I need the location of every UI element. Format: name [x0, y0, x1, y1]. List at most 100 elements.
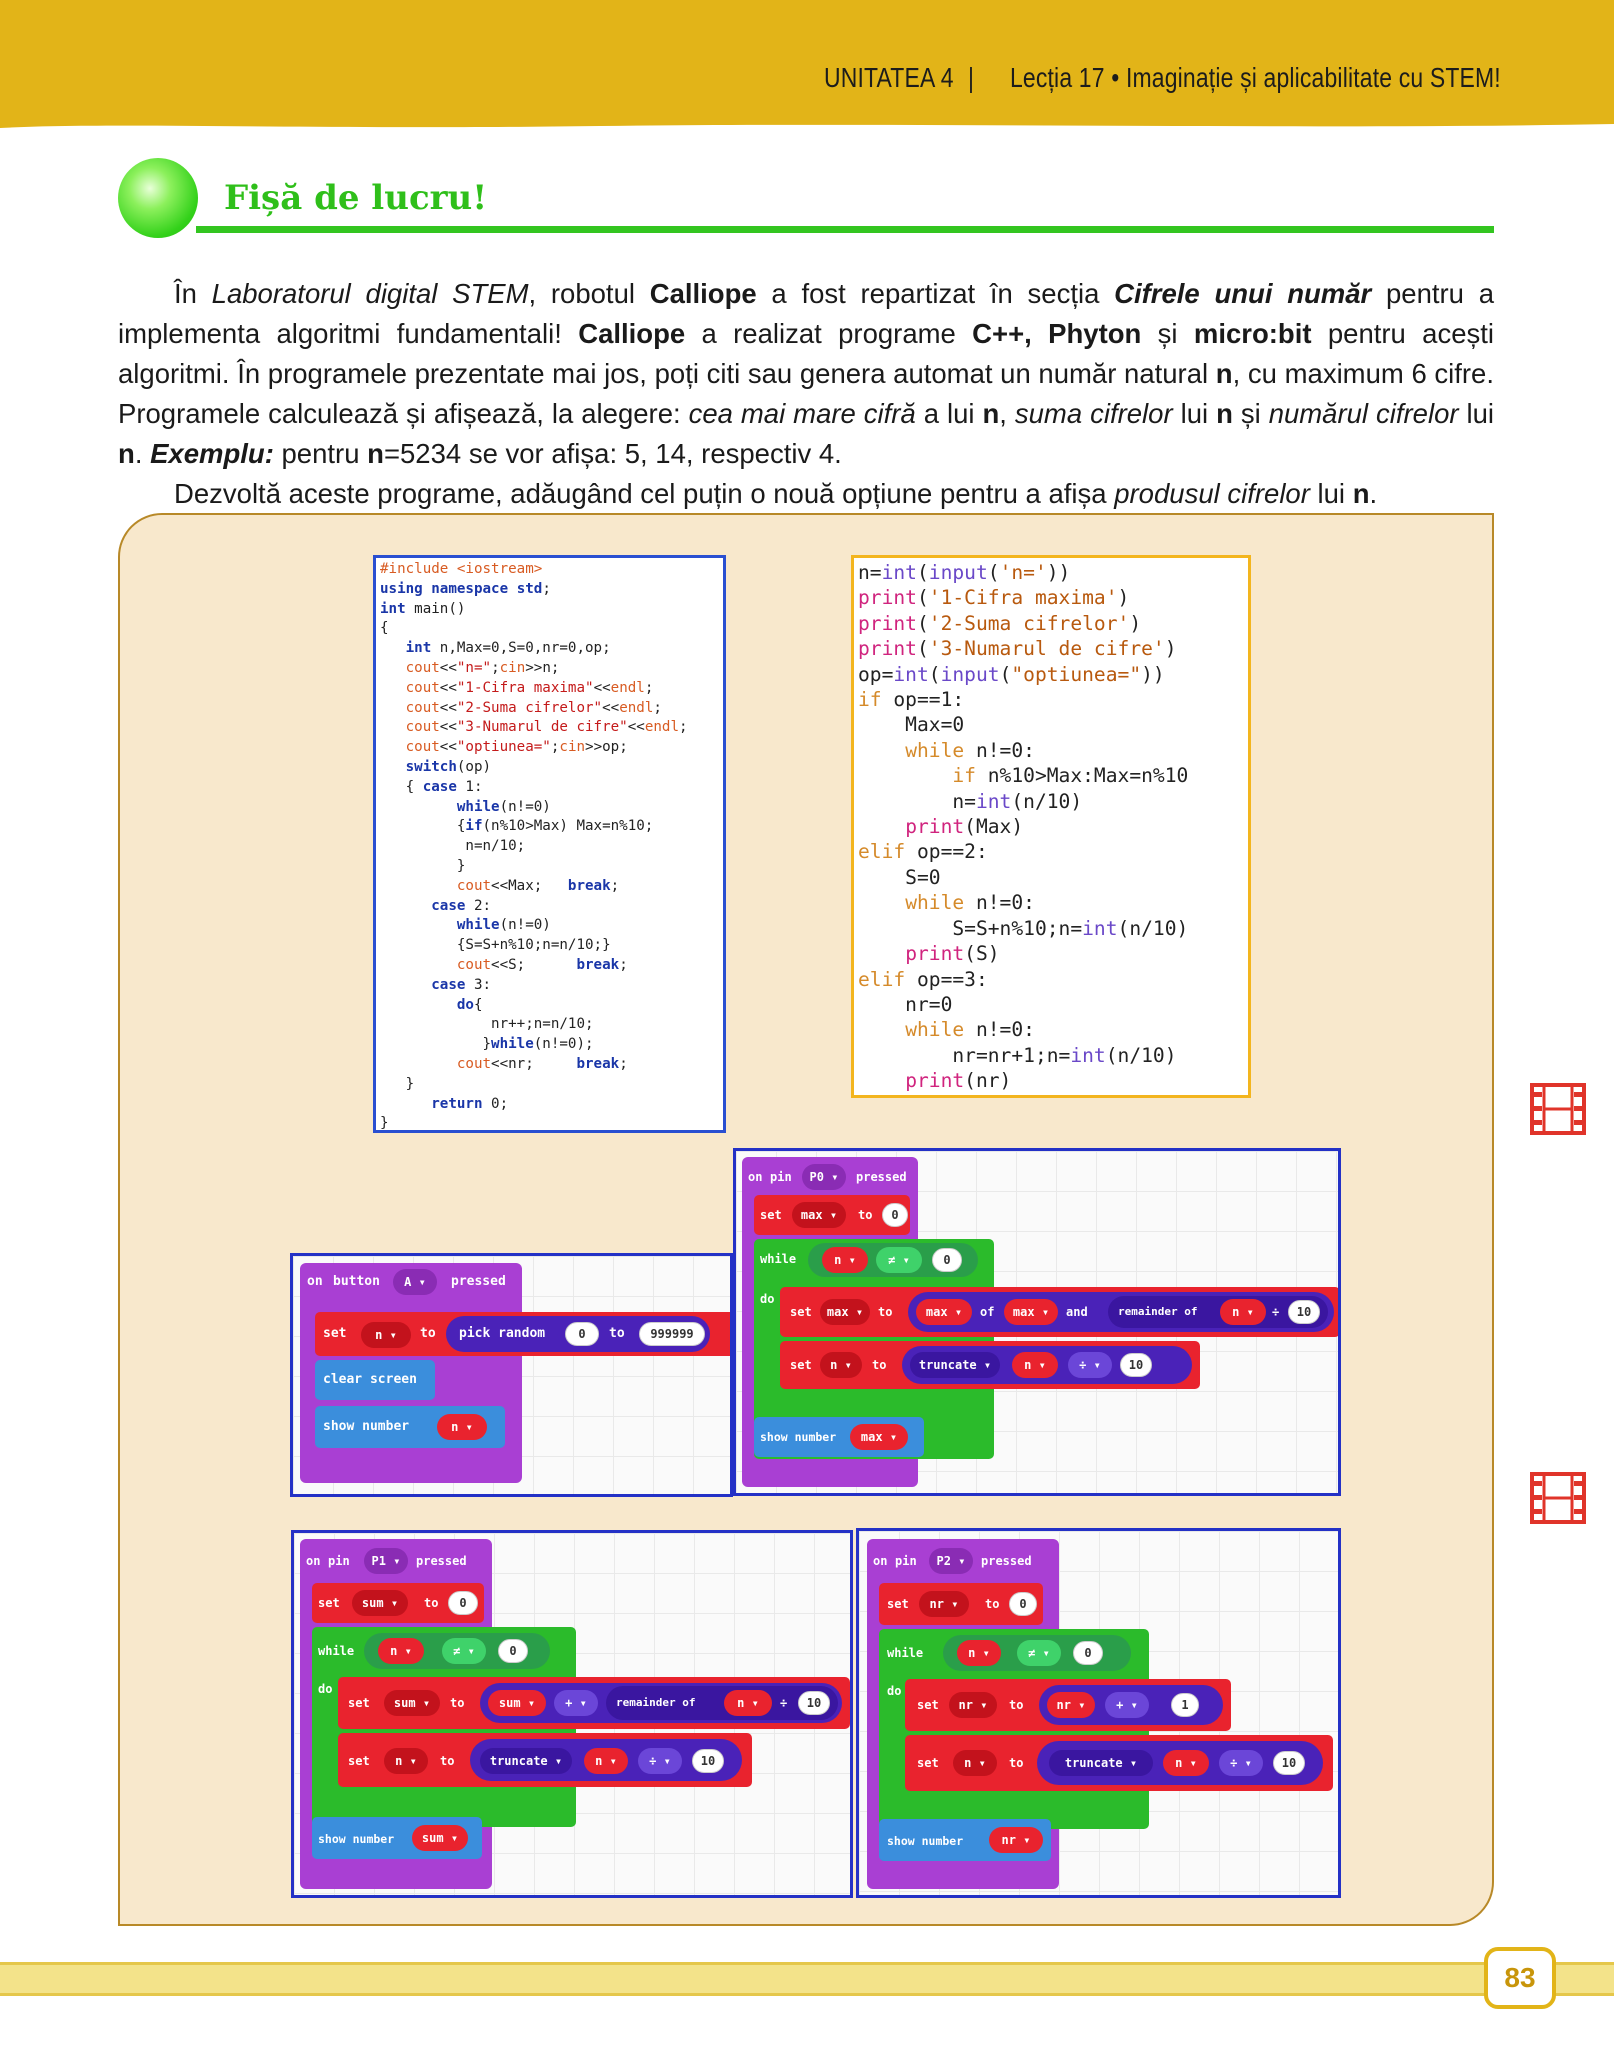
- label-random-to: to: [609, 1326, 625, 1341]
- pin-dropdown[interactable]: P0 ▾: [802, 1164, 846, 1190]
- truncate-dropdown[interactable]: truncate ▾: [910, 1352, 1000, 1378]
- label-to: to: [1009, 1698, 1024, 1712]
- cpp-code-line: cout<<"2-Suma cifrelor"<<endl;: [405, 699, 662, 716]
- var-max-reporter[interactable]: max ▾: [1004, 1299, 1058, 1325]
- cpp-code-line: case 2:: [431, 897, 492, 914]
- divisor-input[interactable]: 10: [1120, 1353, 1152, 1377]
- python-code-line: nr=nr+1;n=int(n/10): [858, 1043, 1177, 1067]
- python-code-line: Max=0: [858, 713, 965, 737]
- label-on: on: [873, 1554, 888, 1568]
- operator-neq-dropdown[interactable]: ≠ ▾: [1017, 1640, 1061, 1666]
- var-nr-dropdown[interactable]: nr ▾: [919, 1591, 969, 1617]
- header-lesson: Lecția 17 • Imaginație și aplicabilitate…: [1010, 62, 1501, 93]
- var-n-reporter[interactable]: n ▾: [1012, 1352, 1058, 1378]
- var-nr-reporter[interactable]: nr ▾: [989, 1827, 1043, 1853]
- python-code-line: op=int(input("optiunea=")): [858, 662, 1165, 686]
- var-nr-dropdown[interactable]: nr ▾: [949, 1692, 997, 1718]
- label-while: while: [760, 1252, 797, 1266]
- header-band: [0, 0, 1614, 124]
- python-code-line: while n!=0:: [905, 738, 1035, 762]
- var-n-reporter[interactable]: n ▾: [378, 1638, 424, 1664]
- label-to: to: [420, 1326, 436, 1341]
- var-n-reporter[interactable]: n ▾: [1163, 1750, 1209, 1776]
- cpp-code-line: while(n!=0): [456, 798, 551, 815]
- var-n-reporter[interactable]: n ▾: [437, 1414, 487, 1440]
- var-n-dropdown[interactable]: n ▾: [820, 1352, 862, 1378]
- var-n-reporter[interactable]: n ▾: [1220, 1299, 1266, 1325]
- var-max-dropdown[interactable]: max ▾: [792, 1202, 846, 1228]
- cpp-code-box: #include <iostream>using namespace std;i…: [373, 555, 726, 1133]
- label-remainder-of: remainder of: [1118, 1305, 1198, 1318]
- nr-init-input[interactable]: 0: [1009, 1592, 1037, 1616]
- operator-neq-dropdown[interactable]: ≠ ▾: [876, 1247, 922, 1273]
- green-ball-icon: [118, 158, 198, 238]
- label-while: while: [887, 1646, 924, 1660]
- label-pick-random: pick random: [459, 1326, 546, 1341]
- var-nr-reporter[interactable]: nr ▾: [1047, 1692, 1095, 1718]
- var-n-reporter[interactable]: n ▾: [584, 1748, 628, 1774]
- label-pin: pin: [328, 1554, 350, 1568]
- sum-init-input[interactable]: 0: [448, 1591, 478, 1615]
- max-init-input[interactable]: 0: [882, 1203, 908, 1227]
- var-max-dropdown[interactable]: max ▾: [820, 1299, 870, 1325]
- truncate-dropdown[interactable]: truncate ▾: [480, 1748, 572, 1774]
- film-icon[interactable]: [1530, 1083, 1586, 1135]
- cpp-code-line: n=n/10;: [380, 838, 526, 855]
- operator-div-dropdown[interactable]: ÷ ▾: [1068, 1352, 1112, 1378]
- pin-dropdown[interactable]: P2 ▾: [929, 1548, 973, 1574]
- var-sum-dropdown[interactable]: sum ▾: [352, 1590, 408, 1616]
- var-sum-reporter[interactable]: sum ▾: [412, 1825, 468, 1851]
- clear-screen-block[interactable]: [315, 1360, 435, 1400]
- label-pressed: pressed: [451, 1274, 506, 1289]
- python-code-line: while n!=0:: [905, 891, 1035, 915]
- compare-value-input[interactable]: 0: [498, 1639, 528, 1663]
- cpp-code-line: nr++;n=n/10;: [380, 1016, 594, 1033]
- divisor-input[interactable]: 10: [1288, 1300, 1320, 1324]
- var-max-reporter[interactable]: max ▾: [850, 1424, 908, 1450]
- var-n-reporter[interactable]: n ▾: [822, 1247, 868, 1273]
- header-separator: |: [968, 62, 975, 93]
- label-to: to: [440, 1754, 455, 1768]
- pin-dropdown[interactable]: P1 ▾: [364, 1548, 408, 1574]
- label-remainder-of: remainder of: [616, 1696, 696, 1709]
- cpp-code-line: }: [380, 857, 466, 874]
- operator-plus-dropdown[interactable]: + ▾: [554, 1690, 598, 1716]
- divisor-input[interactable]: 10: [1273, 1751, 1305, 1775]
- cpp-code-line: {: [380, 620, 389, 637]
- operator-neq-dropdown[interactable]: ≠ ▾: [442, 1638, 486, 1664]
- operator-plus-dropdown[interactable]: + ▾: [1105, 1692, 1149, 1718]
- var-n-dropdown[interactable]: n ▾: [361, 1322, 411, 1348]
- var-sum-reporter[interactable]: sum ▾: [488, 1690, 546, 1716]
- random-max-input[interactable]: 999999: [639, 1322, 705, 1346]
- var-n-dropdown[interactable]: n ▾: [384, 1748, 428, 1774]
- cpp-code-line: cout<<S; break;: [456, 956, 628, 973]
- var-n-reporter[interactable]: n ▾: [957, 1640, 1001, 1666]
- python-code-line: S=S+n%10;n=int(n/10): [858, 916, 1189, 940]
- divisor-input[interactable]: 10: [798, 1691, 830, 1715]
- microbit-pin-p1-program: on pin P1 ▾ pressed set sum ▾ to 0 while…: [291, 1530, 853, 1898]
- film-icon[interactable]: [1530, 1472, 1586, 1524]
- cpp-code-line: cout<<nr; break;: [456, 1055, 628, 1072]
- python-code-line: nr=0: [858, 992, 953, 1016]
- compare-value-input[interactable]: 0: [932, 1248, 962, 1272]
- label-div: ÷: [1272, 1305, 1280, 1319]
- python-code-line: if op==1:: [858, 688, 965, 712]
- divisor-input[interactable]: 10: [692, 1749, 724, 1773]
- operator-div-dropdown[interactable]: ÷ ▾: [1219, 1750, 1263, 1776]
- label-pin: pin: [770, 1170, 792, 1184]
- python-code-line: print(S): [905, 942, 1000, 966]
- microbit-pin-p0-program: on pin P0 ▾ pressed set max ▾ to 0 while…: [733, 1148, 1341, 1496]
- increment-input[interactable]: 1: [1171, 1693, 1199, 1717]
- truncate-dropdown[interactable]: truncate ▾: [1049, 1750, 1153, 1776]
- random-min-input[interactable]: 0: [565, 1322, 599, 1346]
- compare-value-input[interactable]: 0: [1073, 1641, 1103, 1665]
- operator-div-dropdown[interactable]: ÷ ▾: [638, 1748, 682, 1774]
- label-show-number: show number: [323, 1419, 410, 1434]
- var-n-dropdown[interactable]: n ▾: [953, 1750, 997, 1776]
- max-dropdown[interactable]: max ▾: [916, 1299, 972, 1325]
- button-dropdown[interactable]: A ▾: [393, 1269, 437, 1295]
- label-pin: pin: [895, 1554, 917, 1568]
- var-n-reporter[interactable]: n ▾: [724, 1690, 772, 1716]
- label-to: to: [424, 1596, 439, 1610]
- var-sum-dropdown[interactable]: sum ▾: [384, 1690, 440, 1716]
